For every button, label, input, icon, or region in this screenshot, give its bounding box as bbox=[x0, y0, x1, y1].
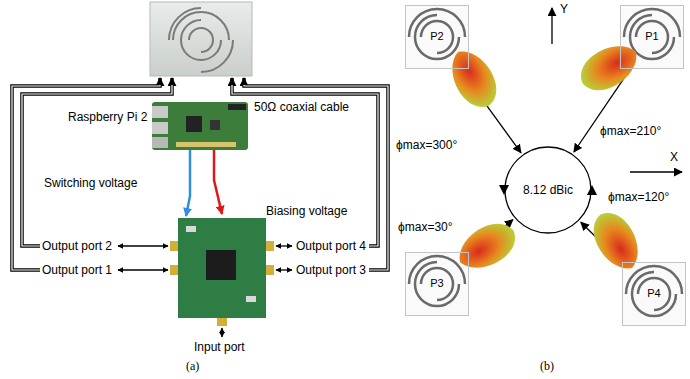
port-label: Input port bbox=[194, 340, 245, 354]
port-label: Output port 1 bbox=[42, 263, 112, 277]
raspberry-pi-photo bbox=[152, 102, 248, 150]
biasing-line bbox=[214, 150, 222, 214]
angle-label: ϕmax=210° bbox=[600, 124, 661, 138]
angle-label: ϕmax=30° bbox=[398, 220, 453, 234]
cable-label: 50Ω coaxial cable bbox=[254, 100, 349, 114]
node-text: P3 bbox=[430, 277, 443, 290]
angle-label: ϕmax=300° bbox=[396, 138, 457, 152]
panel-label: (a) bbox=[186, 359, 199, 373]
y-axis bbox=[551, 8, 552, 44]
x-axis bbox=[630, 171, 682, 172]
antenna-photo bbox=[150, 2, 252, 76]
port-arrow bbox=[118, 246, 292, 337]
port-label: Output port 2 bbox=[42, 239, 112, 253]
node-text: P4 bbox=[647, 287, 660, 300]
port-label: Output port 3 bbox=[296, 263, 366, 277]
rotation-arrowhead bbox=[499, 185, 509, 195]
antenna-element: P3 bbox=[405, 252, 469, 316]
axis-label: Y bbox=[560, 2, 568, 16]
switching-line bbox=[186, 150, 190, 216]
axis-label: X bbox=[670, 150, 678, 164]
angle-label: ϕmax=120° bbox=[608, 190, 669, 204]
port-label: Output port 4 bbox=[296, 239, 366, 253]
signal-label: Biasing voltage bbox=[266, 204, 347, 218]
rotation-arrowhead bbox=[587, 185, 597, 195]
node-text: P2 bbox=[430, 30, 443, 43]
node-text: 8.12 dBic bbox=[523, 183, 573, 197]
antenna-element: P4 bbox=[622, 262, 686, 326]
signal-label: Switching voltage bbox=[44, 176, 137, 190]
antenna-element-icon bbox=[405, 5, 686, 326]
antenna-element: P1 bbox=[620, 5, 684, 69]
part-label: Raspberry Pi 2 bbox=[68, 110, 147, 124]
radiation-beam bbox=[442, 36, 648, 278]
switch-board-photo bbox=[170, 218, 274, 326]
antenna-element: P2 bbox=[405, 5, 469, 69]
node-text: P1 bbox=[645, 30, 658, 43]
gain-circle: 8.12 dBic bbox=[504, 146, 592, 234]
panel-label: (b) bbox=[540, 359, 554, 373]
